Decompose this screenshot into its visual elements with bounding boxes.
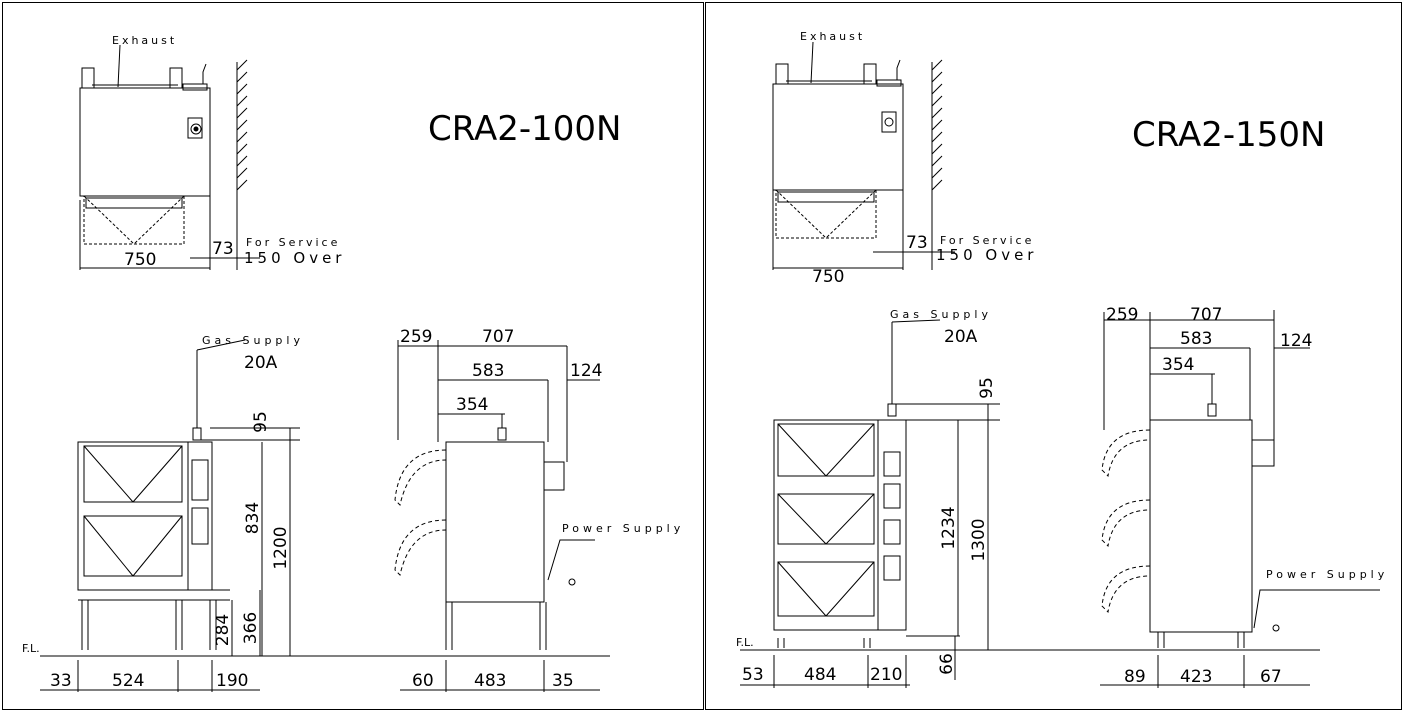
left-top-view	[79, 44, 260, 270]
right-side-dim-67: 67	[1260, 667, 1282, 687]
left-top-dim-73: 73	[212, 239, 234, 259]
left-floor-level-label: F.L.	[22, 642, 40, 655]
right-gas-supply-label: Gas Supply	[890, 308, 992, 321]
left-panel-frame	[2, 2, 704, 710]
right-side-dim-354: 354	[1162, 355, 1194, 375]
right-front-dim-484: 484	[804, 665, 836, 685]
right-power-supply-label: Power Supply	[1266, 568, 1388, 581]
left-side-dim-707: 707	[482, 327, 514, 347]
left-side-dim-60: 60	[412, 671, 434, 691]
left-side-dim-583: 583	[472, 361, 504, 381]
left-service-line1: For Service	[246, 236, 340, 249]
left-front-dim-33: 33	[50, 671, 72, 691]
right-top-dim-73: 73	[906, 233, 928, 253]
left-model-name: CRA2-100N	[428, 109, 621, 149]
right-service-line2: 150 Over	[936, 246, 1037, 264]
right-floor-level-label: F.L.	[736, 636, 754, 649]
left-front-dim-524: 524	[112, 671, 144, 691]
left-exhaust-label: Exhaust	[112, 34, 177, 47]
right-front-dim-1234: 1234	[939, 506, 959, 549]
left-front-dim-834: 834	[243, 502, 263, 534]
right-front-dim-210: 210	[870, 665, 902, 685]
left-side-view	[394, 340, 600, 692]
right-model-name: CRA2-150N	[1132, 115, 1325, 155]
left-front-dim-95: 95	[251, 411, 271, 433]
right-side-view	[1100, 310, 1380, 688]
left-front-dim-1200: 1200	[271, 526, 291, 569]
left-gas-size: 20A	[244, 353, 278, 373]
left-side-dim-354: 354	[456, 395, 488, 415]
right-front-dim-1300: 1300	[969, 518, 989, 561]
right-top-view	[772, 41, 955, 270]
right-exhaust-label: Exhaust	[800, 30, 865, 43]
right-side-dim-423: 423	[1180, 667, 1212, 687]
left-front-view	[40, 339, 610, 692]
right-side-dim-259: 259	[1106, 305, 1138, 325]
right-front-dim-53: 53	[742, 665, 764, 685]
right-top-dim-750: 750	[812, 267, 844, 287]
left-front-dim-366: 366	[241, 612, 261, 644]
left-top-dim-750: 750	[124, 250, 156, 270]
right-side-dim-124: 124	[1280, 331, 1312, 351]
left-front-dim-190: 190	[216, 671, 248, 691]
right-front-view	[740, 319, 1320, 688]
left-front-dim-284: 284	[213, 614, 233, 646]
right-front-dim-66: 66	[937, 653, 957, 675]
left-side-dim-259: 259	[400, 327, 432, 347]
left-side-dim-124: 124	[570, 361, 602, 381]
left-side-dim-483: 483	[474, 671, 506, 691]
right-side-dim-583: 583	[1180, 329, 1212, 349]
left-gas-supply-label: Gas Supply	[202, 334, 304, 347]
right-side-dim-707: 707	[1190, 305, 1222, 325]
labels: CRA2-100N Exhaust 73 750 For Service 150…	[22, 30, 1388, 691]
left-power-supply-label: Power Supply	[562, 522, 684, 535]
right-service-line1: For Service	[940, 234, 1034, 247]
right-side-dim-89: 89	[1124, 667, 1146, 687]
left-side-dim-35: 35	[552, 671, 574, 691]
right-front-dim-95: 95	[977, 377, 997, 399]
right-panel-frame	[705, 2, 1402, 710]
right-gas-size: 20A	[944, 327, 978, 347]
left-service-line2: 150 Over	[244, 249, 345, 267]
